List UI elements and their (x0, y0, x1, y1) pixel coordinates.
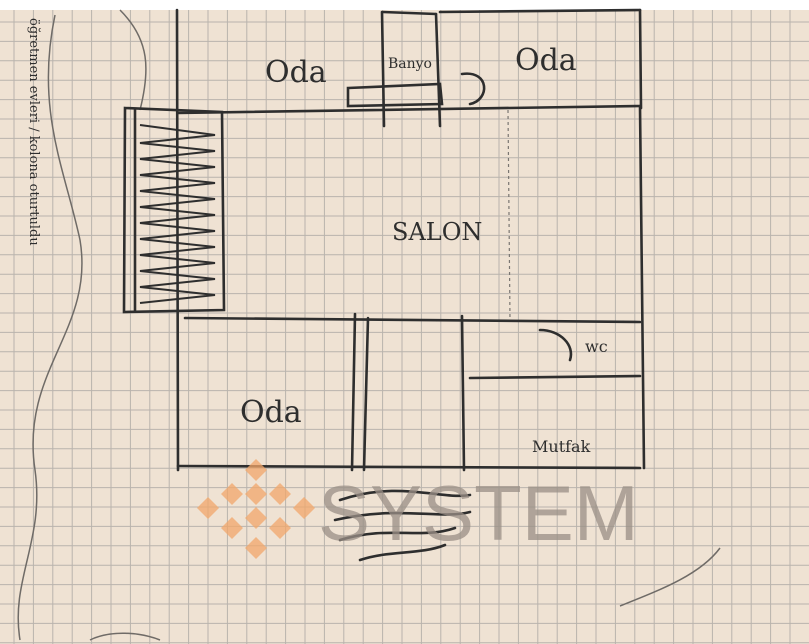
bathroom-fixture (346, 82, 444, 108)
room-label-top-right: Oda (515, 43, 577, 78)
top-edge (0, 0, 809, 10)
wall-right (638, 104, 646, 470)
watermark-diamond (245, 483, 267, 505)
door-swing-top-right (460, 72, 486, 106)
room-label-kitchen: Mutfak (532, 437, 591, 456)
watermark-diamond (269, 483, 291, 505)
watermark-text: SYSTEM (318, 469, 639, 557)
stair-block (122, 106, 226, 314)
room-label-salon: SALON (392, 218, 482, 246)
entrance-steps (333, 489, 472, 562)
wall-top-right (438, 8, 642, 14)
wall-hall-left (350, 312, 357, 472)
side-note: öğretmen evleri / kolona oturtuldu (26, 18, 41, 246)
dotted-lines (507, 109, 511, 321)
watermark-diamond (245, 537, 267, 559)
watermark-diamond (293, 497, 315, 519)
watermark: SYSTEM (197, 459, 639, 559)
dotted-divider-vertical (507, 109, 511, 321)
door-swing-wc (538, 328, 573, 362)
wall-hall-left-inner (362, 316, 370, 472)
watermark-diamond (197, 497, 219, 519)
wall-salon-top (176, 104, 642, 115)
wall-top-right-side (638, 8, 643, 110)
wall-left-column (175, 8, 180, 472)
wall-wc-bottom (468, 374, 642, 380)
room-label-top-left: Oda (265, 55, 327, 90)
wall-bathroom-right (434, 12, 442, 128)
stair-zigzag (139, 124, 216, 304)
watermark-diamond (269, 517, 291, 539)
margin-doodle-left (17, 14, 83, 641)
watermark-logo (197, 459, 315, 559)
watermark-diamond (245, 459, 267, 481)
wall-bathroom-left (380, 10, 386, 128)
room-label-bottom-left: Oda (240, 395, 302, 430)
wall-middle (183, 316, 642, 324)
margin-doodle-bottom-right (619, 547, 721, 607)
watermark-diamond (221, 517, 243, 539)
room-label-wc: wc (585, 337, 608, 356)
watermark-diamond (245, 507, 267, 529)
grid-paper (0, 10, 809, 644)
room-label-bathroom: Banyo (388, 56, 432, 72)
margin-doodle-bottom (89, 632, 161, 641)
watermark-diamond (221, 483, 243, 505)
wall-bathroom-top (381, 10, 438, 16)
margin-doodle-top (119, 9, 147, 111)
wall-hall-right (460, 314, 466, 472)
